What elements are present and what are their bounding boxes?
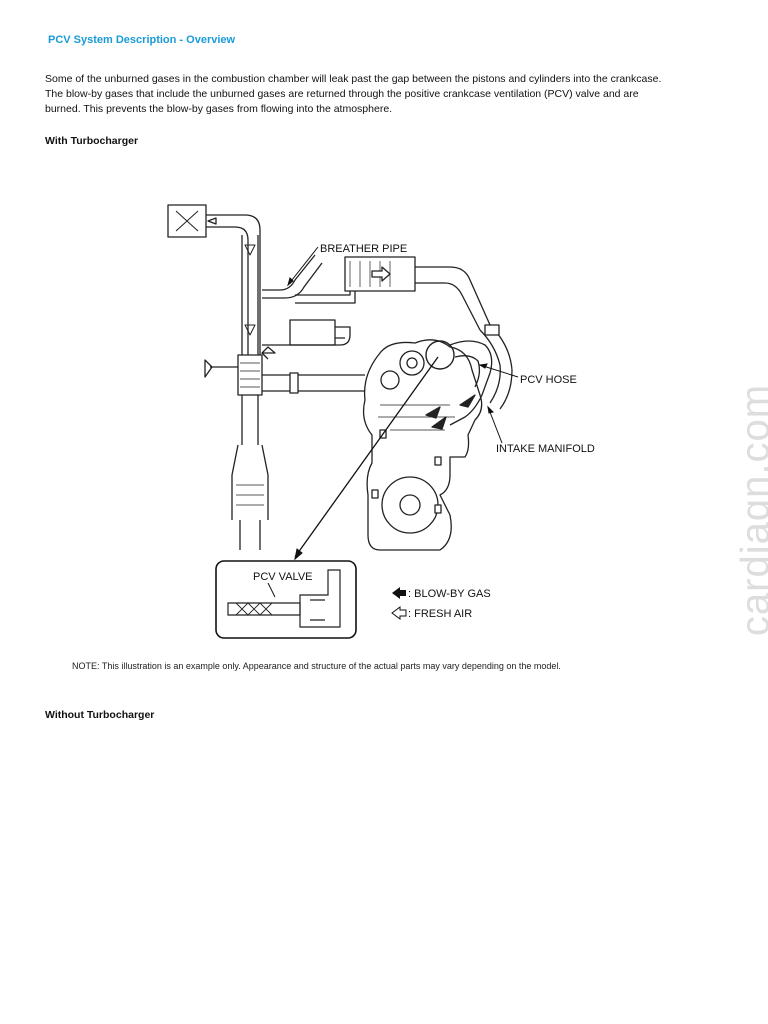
air-cleaner-illustration xyxy=(167,204,261,355)
intake-manifold-label: INTAKE MANIFOLD xyxy=(496,443,595,455)
fresh-air-arrow-icon xyxy=(391,606,407,620)
illustration-note: NOTE: This illustration is an example on… xyxy=(72,661,561,671)
intake-manifold-illustration xyxy=(425,324,513,430)
breather-pipe-label: BREATHER PIPE xyxy=(320,243,407,255)
intro-paragraph: Some of the unburned gases in the combus… xyxy=(45,72,725,117)
legend: : BLOW-BY GAS : FRESH AIR xyxy=(391,587,491,620)
intro-line-1: Some of the unburned gases in the combus… xyxy=(45,73,662,85)
page-title: PCV System Description - Overview xyxy=(48,34,236,46)
intake-duct xyxy=(241,235,259,355)
diagram-svg: BREATHER PIPE PCV HOSE INTAKE MANIFOLD P… xyxy=(167,204,595,639)
with-turbocharger-heading: With Turbocharger xyxy=(45,135,139,147)
pcv-system-diagram: BREATHER PIPE PCV HOSE INTAKE MANIFOLD P… xyxy=(150,195,630,645)
pcv-hose-label: PCV HOSE xyxy=(520,374,577,386)
intro-line-3: burned. This prevents the blow-by gases … xyxy=(45,103,393,115)
pcv-valve-label: PCV VALVE xyxy=(253,571,313,583)
intro-line-2: The blow-by gases that include the unbur… xyxy=(45,88,639,100)
pcv-valve-inset: PCV VALVE xyxy=(215,560,357,639)
without-turbocharger-heading: Without Turbocharger xyxy=(45,709,155,721)
legend-blow-by-gas: : BLOW-BY GAS xyxy=(408,588,491,600)
engine-illustration xyxy=(362,339,483,551)
legend-fresh-air: : FRESH AIR xyxy=(408,608,472,620)
blow-by-gas-arrow-icon xyxy=(392,587,406,599)
breather-pipe-illustration xyxy=(261,254,491,360)
watermark: cardiagn.com xyxy=(733,383,768,637)
turbo-column-illustration xyxy=(204,354,365,550)
